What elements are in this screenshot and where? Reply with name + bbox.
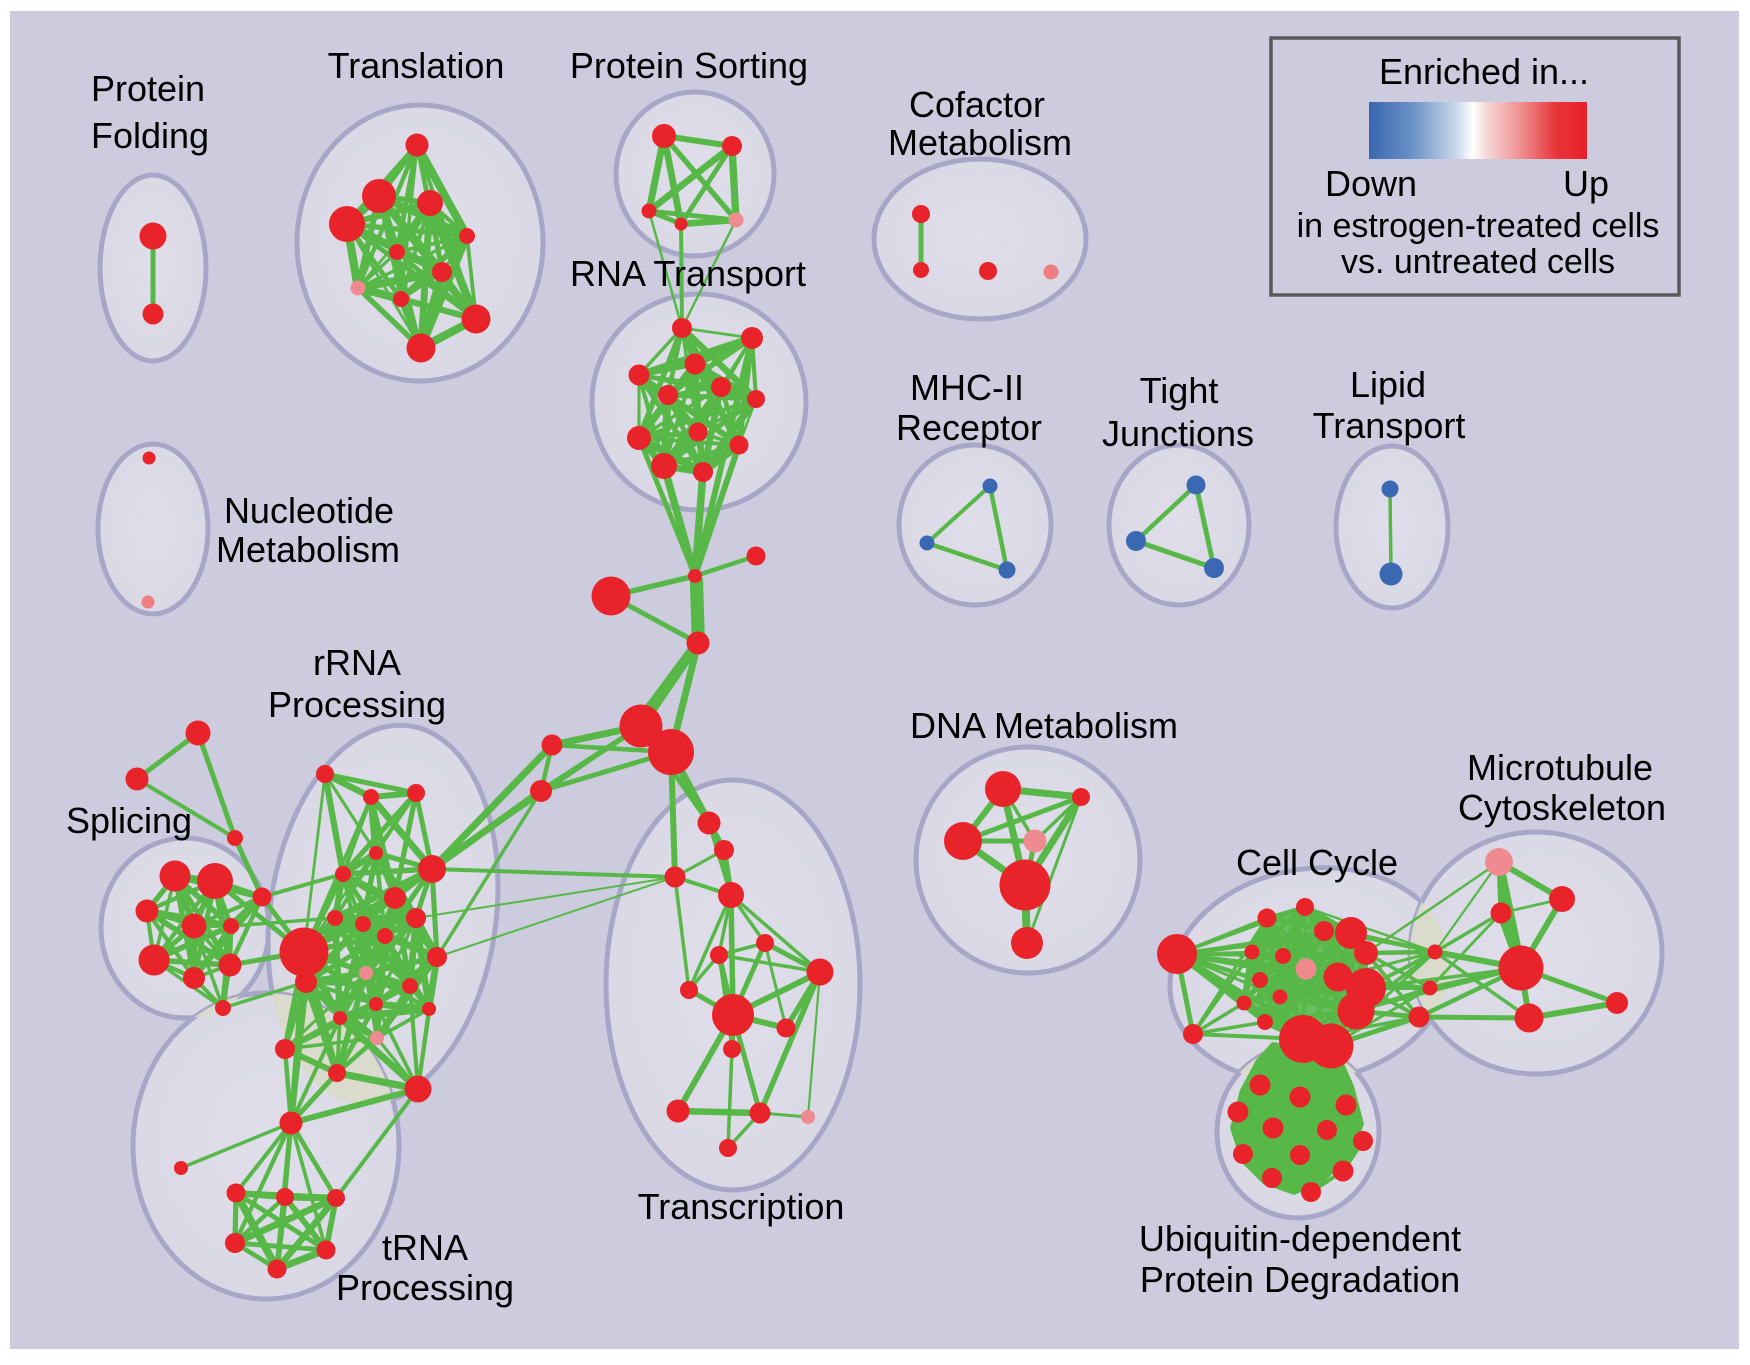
svg-text:Protein Sorting: Protein Sorting [570,45,808,86]
svg-text:in estrogen-treated cells: in estrogen-treated cells [1297,207,1660,245]
svg-text:DNA Metabolism: DNA Metabolism [910,705,1178,746]
svg-text:Processing: Processing [336,1267,514,1308]
svg-text:Translation: Translation [328,45,505,86]
svg-text:Junctions: Junctions [1102,413,1254,454]
svg-text:Up: Up [1563,163,1609,204]
svg-text:Cofactor: Cofactor [909,84,1045,125]
svg-text:RNA Transport: RNA Transport [570,253,806,294]
svg-text:Enriched in...: Enriched in... [1379,51,1589,92]
svg-text:Ubiquitin-dependent: Ubiquitin-dependent [1139,1218,1461,1259]
svg-text:Metabolism: Metabolism [888,122,1072,163]
svg-text:Cell Cycle: Cell Cycle [1236,842,1398,883]
svg-text:MHC-II: MHC-II [910,367,1024,408]
svg-text:Nucleotide: Nucleotide [224,490,394,531]
svg-text:Transport: Transport [1313,405,1466,446]
svg-text:Splicing: Splicing [66,800,192,841]
svg-text:Protein Degradation: Protein Degradation [1140,1259,1460,1300]
svg-text:Processing: Processing [268,684,446,725]
svg-text:Receptor: Receptor [896,407,1042,448]
svg-text:tRNA: tRNA [382,1227,468,1268]
svg-text:Cytoskeleton: Cytoskeleton [1458,787,1666,828]
svg-text:Protein: Protein [91,68,205,109]
svg-text:Transcription: Transcription [638,1186,845,1227]
svg-text:Metabolism: Metabolism [216,529,400,570]
svg-text:rRNA: rRNA [313,642,401,683]
svg-text:Down: Down [1325,163,1417,204]
svg-text:Folding: Folding [91,115,209,156]
svg-text:Tight: Tight [1140,370,1219,411]
svg-text:Lipid: Lipid [1350,364,1426,405]
svg-text:vs. untreated cells: vs. untreated cells [1341,243,1615,281]
svg-text:Microtubule: Microtubule [1467,747,1653,788]
